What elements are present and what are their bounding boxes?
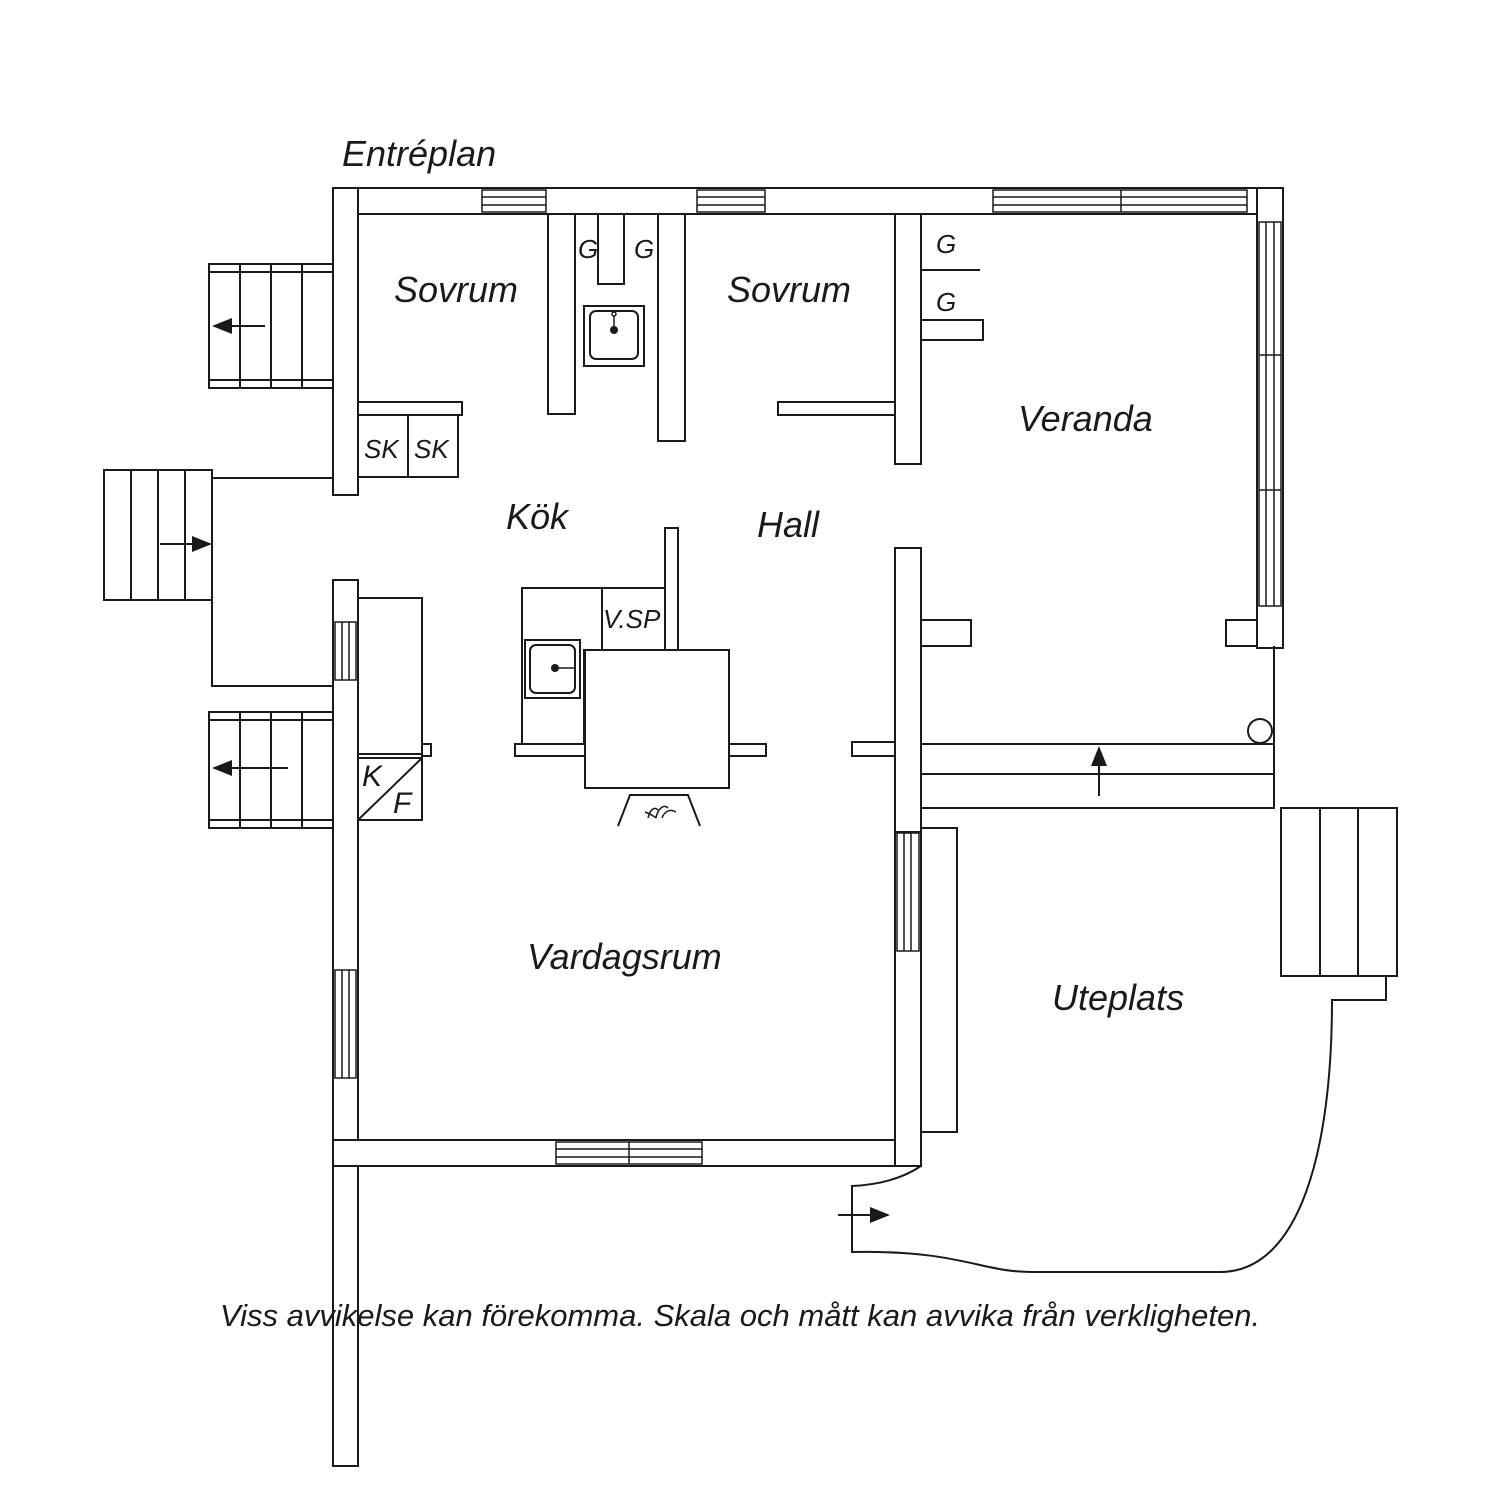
cleaning-cabinet-label-2: SK (414, 434, 450, 464)
room-label-sovrum-left: Sovrum (394, 269, 518, 310)
plan-title: Entréplan (342, 133, 496, 174)
windows (334, 189, 1282, 1165)
wardrobe-label-2: G (634, 234, 654, 264)
room-label-hall: Hall (757, 504, 820, 545)
patio-outline (838, 718, 1387, 1273)
bathroom-sink (583, 305, 645, 367)
fireplace (584, 649, 767, 827)
room-label-sovrum-right: Sovrum (727, 269, 851, 310)
wardrobe-label-1: G (578, 234, 598, 264)
wardrobe-label-3: G (936, 229, 956, 259)
cleaning-cabinet-label-1: SK (364, 434, 400, 464)
interior-walls (357, 213, 1275, 833)
disclaimer-text: Viss avvikelse kan förekomma. Skala och … (220, 1298, 1260, 1333)
room-label-vardagsrum: Vardagsrum (527, 936, 722, 977)
freezer-label: F (393, 787, 413, 820)
room-label-veranda: Veranda (1018, 398, 1153, 439)
dishwasher-label: V.SP (603, 604, 661, 634)
stairs (103, 263, 1398, 977)
kitchen-counter (514, 587, 666, 757)
cleaning-cabinets (357, 414, 459, 478)
room-label-kok: Kök (506, 496, 570, 537)
outer-walls (332, 187, 1284, 1467)
room-label-uteplats: Uteplats (1052, 977, 1184, 1018)
fridge-label: K (362, 760, 384, 793)
wardrobe-label-4: G (936, 287, 956, 317)
fridge-freezer (357, 757, 423, 821)
